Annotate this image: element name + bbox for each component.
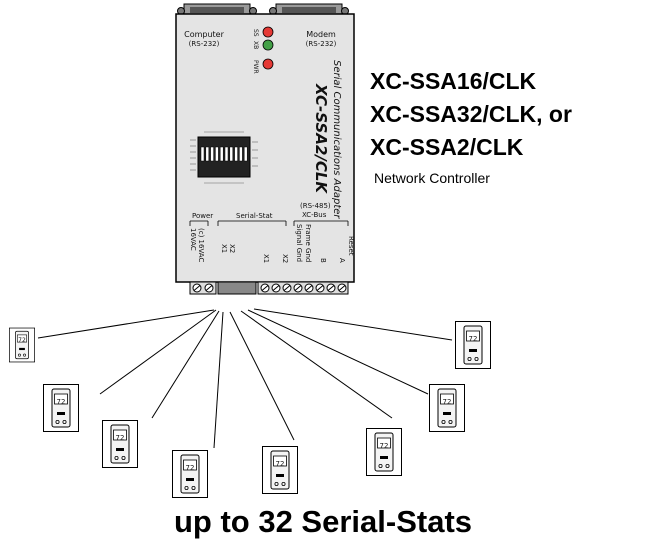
adapter-description: Serial Communications Adapter: [331, 60, 342, 219]
main-terminal-block: [257, 281, 349, 295]
wire-4: [213, 311, 224, 449]
thermostat-display: 72: [469, 335, 478, 343]
wire-8: [253, 308, 453, 341]
thermostat-display: 72: [443, 398, 452, 406]
adapter-model-name: XC-SSA2/CLK: [312, 83, 330, 194]
thermostat-display: 72: [186, 464, 195, 472]
ss-led: [262, 26, 274, 38]
power-section-label: Power: [192, 212, 213, 220]
xb-led: [262, 39, 274, 51]
x2-terminal-label-a: X2: [228, 244, 236, 253]
wire-2: [99, 309, 217, 395]
thermostat-display: 72: [380, 442, 389, 450]
b-terminal-label: B: [319, 258, 327, 263]
thermostat-1: 72: [9, 327, 35, 363]
thermostat-display: 72: [276, 460, 285, 468]
thermostat-3: 72: [102, 419, 138, 469]
power-terminal-label-2: 16VAC: [189, 228, 197, 251]
pwr-led-label: PWR: [252, 60, 259, 74]
thermostat-5: 72: [262, 445, 298, 495]
wire-7: [247, 309, 429, 395]
model-name-3: XC-SSA2/CLK: [370, 134, 524, 160]
ss-led-label: SS: [252, 29, 259, 37]
wire-5: [229, 311, 295, 441]
wires: [37, 308, 453, 449]
xb-led-label: XB: [252, 41, 259, 49]
computer-port-sublabel: (RS-232): [189, 40, 220, 48]
frame-gnd-label: Frame Gnd: [304, 224, 312, 262]
a-terminal-label: A: [338, 258, 346, 263]
wire-3: [151, 310, 220, 419]
computer-db-connector: [177, 3, 257, 17]
thermostat-display: 72: [18, 337, 26, 344]
x1-terminal-label-b: X1: [262, 254, 270, 263]
modem-port-label: Modem: [306, 30, 336, 39]
dip-switch: [190, 131, 258, 184]
xcbus-section-label-2: XC-Bus: [302, 211, 327, 219]
wire-1: [37, 309, 215, 339]
x1-terminal-label-a: X1: [220, 244, 228, 253]
thermostat-8: 72: [455, 320, 491, 370]
pwr-led: [262, 58, 274, 70]
modem-port-sublabel: (RS-232): [306, 40, 337, 48]
power-terminal-block: [189, 281, 217, 295]
power-terminal-label-1: (c) 16VAC: [197, 228, 205, 262]
adapter-device: Computer (RS-232) Modem (RS-232) SS XB P…: [175, 3, 355, 295]
model-name-1: XC-SSA16/CLK: [370, 68, 537, 94]
model-name-2: XC-SSA32/CLK, or: [370, 101, 572, 127]
network-controller-subtitle: Network Controller: [374, 170, 490, 186]
xcbus-section-label-1: (RS-485): [300, 202, 331, 210]
wire-6: [240, 310, 393, 419]
reset-label: Reset: [347, 236, 355, 256]
thermostat-display: 72: [116, 434, 125, 442]
thermostat-6: 72: [366, 427, 402, 477]
thermostat-2: 72: [43, 383, 79, 433]
signal-gnd-label: Signal Gnd: [295, 224, 303, 262]
computer-port-label: Computer: [184, 30, 224, 39]
thermostat-4: 72: [172, 449, 208, 499]
thermostat-display: 72: [57, 398, 66, 406]
serial-stat-section-label: Serial-Stat: [236, 212, 273, 220]
serial-stats-caption: up to 32 Serial-Stats: [173, 504, 473, 539]
x2-terminal-label-b: X2: [281, 254, 289, 263]
serial-stat-connector: [217, 281, 257, 295]
thermostat-7: 72: [429, 383, 465, 433]
modem-db-connector: [269, 3, 349, 17]
